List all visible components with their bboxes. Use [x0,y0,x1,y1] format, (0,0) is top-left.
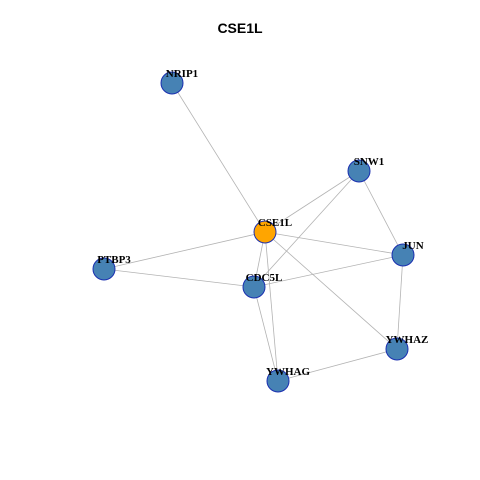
node-label-cdc5l: CDC5L [246,272,283,284]
edge-cse1l-nrip1 [171,82,266,233]
diagram-title: CSE1L [217,20,263,36]
node-snw1 [347,159,371,183]
edge-jun-cdc5l [253,254,404,288]
node-label-nrip1: NRIP1 [166,68,198,80]
node-label-ptbp3: PTBP3 [97,254,131,266]
node-label-cse1l: CSE1L [258,217,292,229]
edge-ywhaz-ywhag [277,348,398,382]
edge-cse1l-ywhaz [264,231,398,350]
edge-snw1-jun [358,170,404,256]
node-cdc5l [242,275,266,299]
node-label-snw1: SNW1 [354,156,385,168]
edge-cse1l-snw1 [264,170,360,233]
edge-snw1-cdc5l [253,170,360,288]
node-ywhag [266,369,290,393]
edge-cse1l-ptbp3 [103,231,266,270]
edge-jun-ywhaz [396,254,404,350]
node-label-ywhaz: YWHAZ [386,334,429,346]
edge-cse1l-ywhag [264,231,279,382]
node-cse1l [253,220,277,244]
edge-layer [103,82,404,382]
node-jun [391,243,415,267]
node-ptbp3 [92,257,116,281]
node-label-ywhag: YWHAG [266,366,310,378]
edge-ptbp3-cdc5l [103,268,255,288]
edge-cdc5l-ywhag [253,286,279,382]
node-ywhaz [385,337,409,361]
node-label-jun: JUN [402,240,423,252]
edge-cse1l-jun [264,231,404,256]
node-nrip1 [160,71,184,95]
